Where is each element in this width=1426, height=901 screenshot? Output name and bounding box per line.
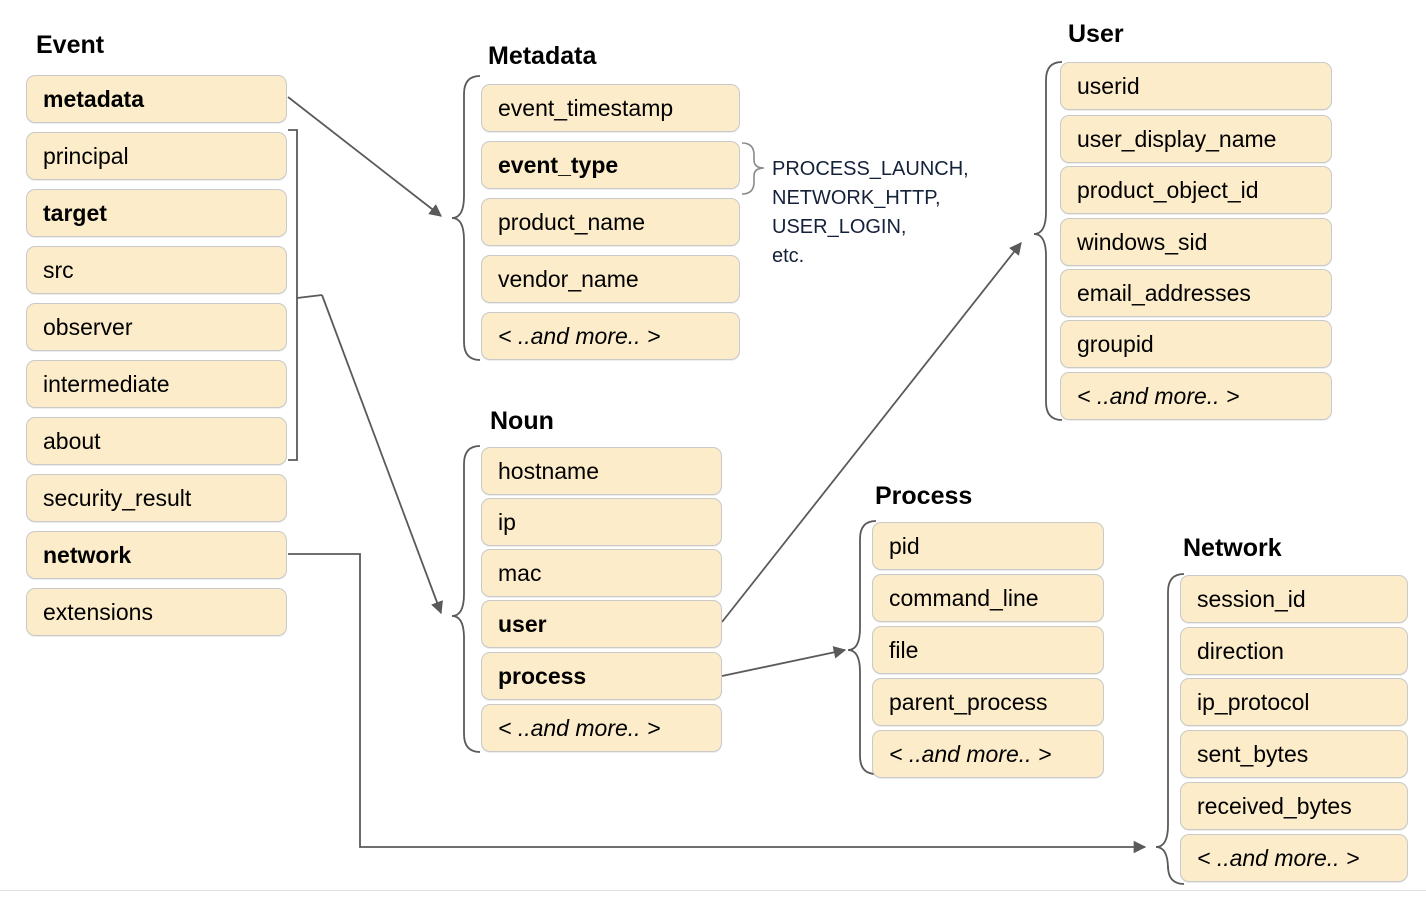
field-event-principal[interactable]: principal [26, 132, 287, 180]
event-noun-bracket [288, 129, 323, 461]
field-network-ip-protocol[interactable]: ip_protocol [1180, 678, 1408, 726]
field-network-received-bytes[interactable]: received_bytes [1180, 782, 1408, 830]
field-event-target[interactable]: target [26, 189, 287, 237]
field-network-sent-bytes[interactable]: sent_bytes [1180, 730, 1408, 778]
field-metadata-product-name[interactable]: product_name [481, 198, 740, 246]
field-network-more[interactable]: < ..and more.. > [1180, 834, 1408, 882]
field-process-command-line[interactable]: command_line [872, 574, 1104, 622]
field-process-pid[interactable]: pid [872, 522, 1104, 570]
field-event-about[interactable]: about [26, 417, 287, 465]
group-title-network: Network [1183, 534, 1282, 562]
field-user-more[interactable]: < ..and more.. > [1060, 372, 1332, 420]
field-user-email-addresses[interactable]: email_addresses [1060, 269, 1332, 317]
group-title-user: User [1068, 20, 1124, 48]
field-process-parent-process[interactable]: parent_process [872, 678, 1104, 726]
field-noun-process[interactable]: process [481, 652, 722, 700]
field-metadata-more[interactable]: < ..and more.. > [481, 312, 740, 360]
field-user-product-object-id[interactable]: product_object_id [1060, 166, 1332, 214]
field-event-extensions[interactable]: extensions [26, 588, 287, 636]
network-group-brace [1155, 573, 1185, 885]
edge-noun-process-to-process [721, 646, 847, 677]
edge-metadata-to-metadata [287, 96, 442, 217]
bottom-divider [0, 890, 1426, 891]
field-user-userid[interactable]: userid [1060, 62, 1332, 110]
field-event-security-result[interactable]: security_result [26, 474, 287, 522]
user-group-brace [1033, 61, 1063, 421]
field-process-file[interactable]: file [872, 626, 1104, 674]
field-noun-hostname[interactable]: hostname [481, 447, 722, 495]
edge-event-nouns-to-noun [321, 294, 443, 615]
callout-event-type-values: PROCESS_LAUNCH, NETWORK_HTTP, USER_LOGIN… [772, 158, 969, 267]
field-user-groupid[interactable]: groupid [1060, 320, 1332, 368]
event-type-callout-brace [741, 142, 765, 195]
field-noun-user[interactable]: user [481, 600, 722, 648]
field-noun-more[interactable]: < ..and more.. > [481, 704, 722, 752]
group-title-metadata: Metadata [488, 42, 597, 70]
group-title-event: Event [36, 31, 105, 59]
field-network-session-id[interactable]: session_id [1180, 575, 1408, 623]
field-metadata-vendor-name[interactable]: vendor_name [481, 255, 740, 303]
field-user-windows-sid[interactable]: windows_sid [1060, 218, 1332, 266]
field-event-observer[interactable]: observer [26, 303, 287, 351]
group-title-process: Process [875, 482, 973, 510]
field-event-src[interactable]: src [26, 246, 287, 294]
metadata-group-brace [451, 75, 481, 361]
field-process-more[interactable]: < ..and more.. > [872, 730, 1104, 778]
field-network-direction[interactable]: direction [1180, 627, 1408, 675]
noun-group-brace [451, 445, 481, 753]
field-noun-ip[interactable]: ip [481, 498, 722, 546]
field-user-user-display-name[interactable]: user_display_name [1060, 115, 1332, 163]
group-title-noun: Noun [490, 407, 554, 435]
field-noun-mac[interactable]: mac [481, 549, 722, 597]
field-event-metadata[interactable]: metadata [26, 75, 287, 123]
field-event-network[interactable]: network [26, 531, 287, 579]
field-event-intermediate[interactable]: intermediate [26, 360, 287, 408]
field-metadata-event-timestamp[interactable]: event_timestamp [481, 84, 740, 132]
field-metadata-event-type[interactable]: event_type [481, 141, 740, 189]
